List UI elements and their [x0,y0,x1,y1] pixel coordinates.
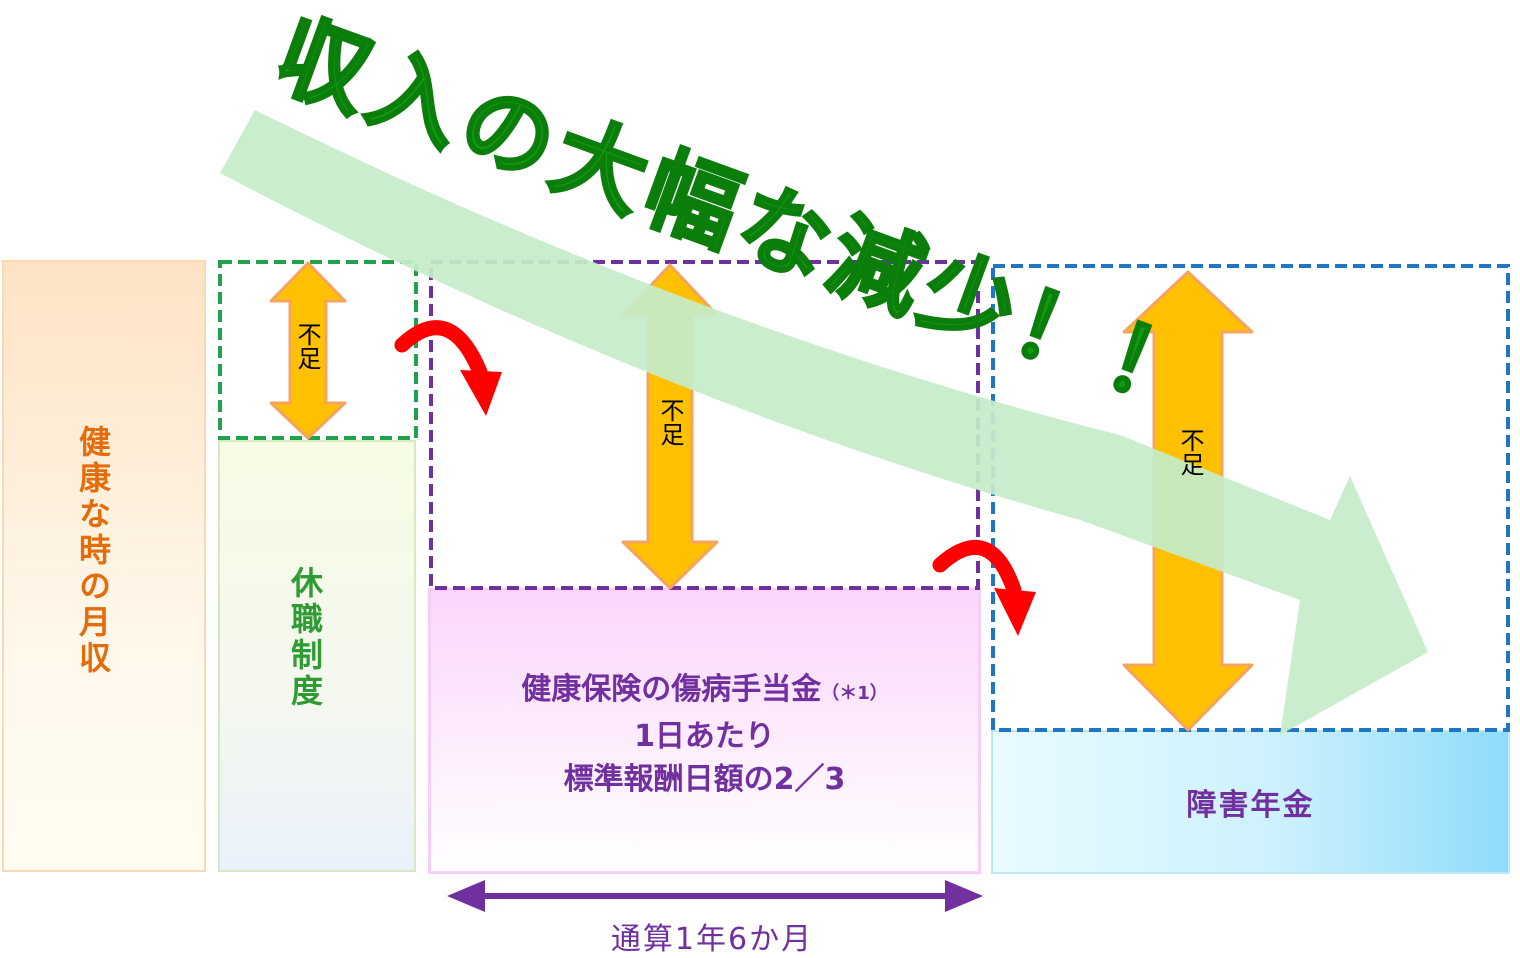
healthy-income-label: 健康な時の月収 [74,425,112,677]
period-label: 通算1年6か月 [610,922,814,957]
decline-trend-arrow [220,110,1428,735]
healthy-income-column [2,260,206,872]
transition-arrow-1-head [460,370,502,416]
sickness-allowance-per-day: 1日あたり [634,719,775,754]
shortage-label-leave: 不足 [293,322,321,370]
disability-pension-label: 障害年金 [1186,788,1315,823]
shortage-label-sickness: 不足 [656,398,684,446]
sickness-allowance-column [428,588,981,874]
leave-shortage-box [218,260,418,440]
shortage-label-pension: 不足 [1176,428,1204,476]
disability-pension-column [991,730,1510,874]
sickness-allowance-text: 健康保険の傷病手当金（＊1） 1日あたり 標準報酬日額の2／3 [428,668,981,801]
pension-shortage-box [991,264,1510,732]
transition-arrow-2 [932,539,1022,598]
shortage-arrow-1 [269,261,347,440]
leave-system-column [218,440,416,872]
leave-system-label: 休職制度 [286,566,324,710]
sickness-allowance-rate: 標準報酬日額の2／3 [563,762,846,797]
sickness-allowance-title: 健康保険の傷病手当金 [521,672,822,707]
period-arrow [447,880,983,912]
transition-arrow-1 [394,320,488,380]
transition-arrow-2-head [994,588,1036,636]
sickness-allowance-note: （＊1） [821,683,888,704]
